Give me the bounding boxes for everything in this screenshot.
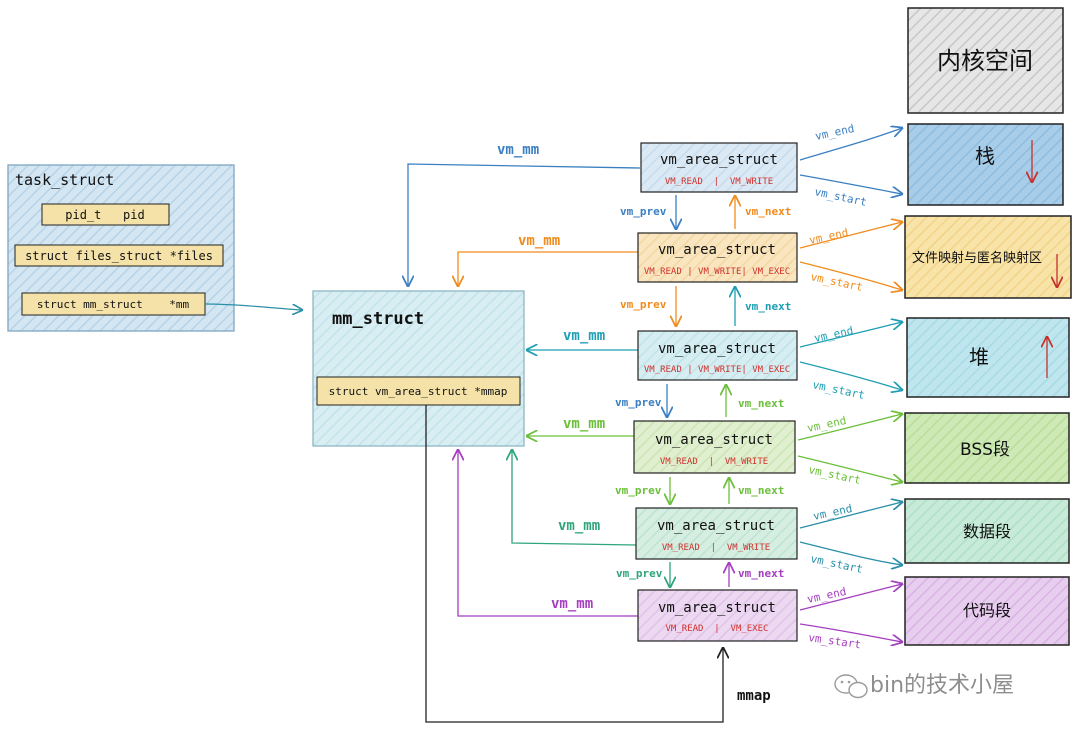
vm-start-label-1: vm_start <box>813 185 868 209</box>
vma-title-2: vm_area_struct <box>658 242 776 258</box>
vma-title-5: vm_area_struct <box>657 518 775 534</box>
vma-title-3: vm_area_struct <box>658 341 776 357</box>
mm-pointer-arrow <box>204 303 302 310</box>
vm-prev-label-2: vm_prev <box>620 298 667 311</box>
vm-next-label-3: vm_next <box>738 397 784 410</box>
segment-label-heap: 堆 <box>969 345 989 369</box>
vma-box-2: vm_area_struct VM_READ | VM_WRITE| VM_EX… <box>637 232 798 283</box>
vm-mm-arrow-1 <box>408 163 641 286</box>
vma-flags-4: VM_READ | VM_WRITE <box>660 457 768 467</box>
vma-box-4: vm_area_struct VM_READ | VM_WRITE <box>633 420 796 474</box>
segment-heap: 堆 <box>906 317 1070 398</box>
field-mm-text: struct mm_struct *mm <box>37 298 190 311</box>
segment-label-stack: 栈 <box>975 144 995 168</box>
vm-end-label-2: vm_end <box>808 226 850 247</box>
field-files: struct files_struct *files <box>14 244 224 267</box>
vm-mm-arrow-5 <box>512 450 637 546</box>
vm-next-label-5: vm_next <box>738 567 784 580</box>
segment-stack: 栈 <box>907 123 1064 206</box>
segment-range-arrows: vm_end vm_start vm_end vm_start vm_end v… <box>797 122 902 651</box>
vm-start-label-3: vm_start <box>811 378 866 402</box>
vm-prev-label-3: vm_prev <box>615 396 662 409</box>
task-struct-box: task_struct pid_t pid struct files_struc… <box>7 164 235 332</box>
vma-flags-2: VM_READ | VM_WRITE| VM_EXEC <box>644 267 790 277</box>
field-pid-text: pid_t pid <box>65 208 144 222</box>
watermark-text: bin的技术小屋 <box>870 673 1014 698</box>
vm-prev-label-4: vm_prev <box>615 484 662 497</box>
vm-mm-arrows: vm_mm vm_mm vm_mm vm_mm vm_mm vm_mm <box>408 142 641 617</box>
vma-title-1: vm_area_struct <box>660 152 778 168</box>
mm-struct-box: mm_struct struct vm_area_struct *mmap <box>312 290 525 447</box>
watermark: bin的技术小屋 <box>834 673 1014 699</box>
vm-next-label-4: vm_next <box>738 484 784 497</box>
memory-segments: 内核空间 栈 文件映射与匿名映射区 堆 BSS段 数据段 代码段 <box>904 7 1072 646</box>
vma-flags-1: VM_READ | VM_WRITE <box>665 177 773 187</box>
vm-mm-label-4: vm_mm <box>563 416 605 432</box>
vma-link-arrows: vm_prev vm_next vm_prev vm_next vm_prev … <box>615 195 791 587</box>
vma-box-5: vm_area_struct VM_READ | VM_WRITE <box>635 507 798 560</box>
segment-label-bss: BSS段 <box>960 440 1010 460</box>
vm-mm-label-3: vm_mm <box>563 328 605 344</box>
vm-mm-label-6: vm_mm <box>551 596 593 612</box>
task-struct-title: task_struct <box>15 171 114 189</box>
vm-next-label-1: vm_next <box>745 205 791 218</box>
vm-next-label-2: vm_next <box>745 300 791 313</box>
vm-end-label-3: vm_end <box>813 324 855 345</box>
field-mm: struct mm_struct *mm <box>21 292 206 316</box>
vm-end-label-1: vm_end <box>814 122 856 143</box>
vm-mm-arrow-2 <box>458 251 638 286</box>
vm-start-label-4: vm_start <box>807 463 862 487</box>
mm-struct-title: mm_struct <box>332 309 424 329</box>
vma-box-3: vm_area_struct VM_READ | VM_WRITE| VM_EX… <box>637 330 798 381</box>
vma-title-4: vm_area_struct <box>655 432 773 448</box>
vm-start-label-6: vm_start <box>808 631 862 651</box>
vma-flags-5: VM_READ | VM_WRITE <box>662 543 770 553</box>
segment-data: 数据段 <box>904 498 1070 564</box>
vma-flags-3: VM_READ | VM_WRITE| VM_EXEC <box>644 365 790 375</box>
vm-prev-label-5: vm_prev <box>616 567 663 580</box>
segment-bss: BSS段 <box>904 412 1070 484</box>
vma-box-1: vm_area_struct VM_READ | VM_WRITE <box>640 142 798 193</box>
vm-start-label-2: vm_start <box>809 270 864 294</box>
vm-end-label-4: vm_end <box>806 414 848 435</box>
segment-label-data: 数据段 <box>963 522 1011 541</box>
vma-title-6: vm_area_struct <box>658 600 776 616</box>
mmap-pointer-arrow <box>425 405 723 723</box>
field-pid: pid_t pid <box>41 203 170 226</box>
segment-text: 代码段 <box>904 576 1070 646</box>
segment-mmap-region: 文件映射与匿名映射区 <box>904 215 1072 299</box>
mmap-label: mmap <box>737 688 771 704</box>
field-mmap: struct vm_area_struct *mmap <box>316 376 521 406</box>
segment-label-kernel: 内核空间 <box>937 47 1033 75</box>
vm-prev-label-1: vm_prev <box>620 205 667 218</box>
vm-mm-label-2: vm_mm <box>518 233 560 249</box>
field-files-text: struct files_struct *files <box>25 249 213 263</box>
vm-mm-arrow-6 <box>458 450 638 617</box>
segment-label-mmap: 文件映射与匿名映射区 <box>912 250 1042 266</box>
segment-kernel-space: 内核空间 <box>907 7 1064 114</box>
field-mmap-text: struct vm_area_struct *mmap <box>329 385 508 398</box>
segment-label-text: 代码段 <box>963 601 1011 620</box>
vma-list: vm_area_struct VM_READ | VM_WRITE vm_are… <box>633 142 798 642</box>
vm-mm-label-1: vm_mm <box>497 142 539 158</box>
vm-mm-label-5: vm_mm <box>558 518 600 534</box>
vma-flags-6: VM_READ | VM_EXEC <box>666 624 769 634</box>
vma-box-6: vm_area_struct VM_READ | VM_EXEC <box>637 589 798 642</box>
wechat-icon <box>834 674 868 699</box>
